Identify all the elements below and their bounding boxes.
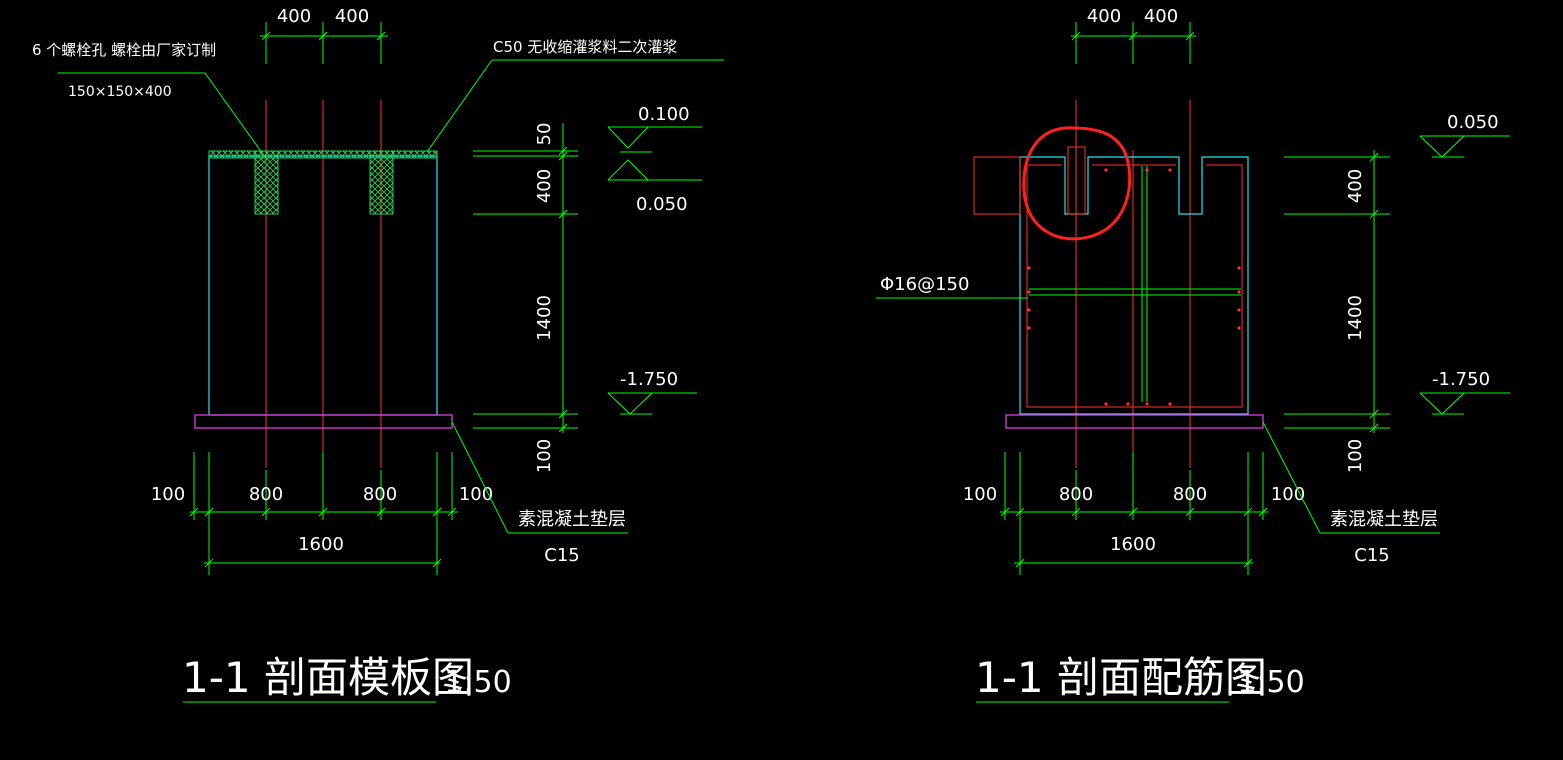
dim-b-1600: 1600 [1110, 534, 1156, 555]
dim-v-100: 100 [534, 439, 555, 473]
dim-b-1600: 1600 [298, 534, 344, 555]
rebar-label-leader: Φ16@150 [876, 274, 1028, 299]
dim-b-100-left: 100 [963, 484, 997, 505]
drawing-scale: 1:50 [444, 665, 511, 700]
elevation-markers-left: 0.100 0.050 -1.750 [607, 104, 702, 415]
cushion-layer [1005, 414, 1264, 429]
dim-v-400: 400 [534, 169, 555, 203]
dim-top-400-b: 400 [335, 6, 369, 27]
bolt-hole-right [369, 150, 394, 215]
elevation-0050: 0.050 [1447, 112, 1499, 133]
rebar-cage [973, 146, 1243, 408]
drawing-title: 1-1 剖面配筋图 [975, 653, 1267, 702]
grout-leader: C50 无收缩灌浆料二次灌浆 [426, 38, 724, 153]
cushion-layer [194, 414, 453, 429]
cushion-label: 素混凝土垫层 [1330, 509, 1438, 530]
dim-b-800-b: 800 [363, 484, 397, 505]
bottom-dimension-right: 100 800 800 100 1600 [963, 452, 1305, 575]
dim-v-100: 100 [1345, 439, 1366, 473]
bolt-hole-left [254, 150, 279, 215]
title-block-left: 1-1 剖面模板图 1:50 [182, 653, 512, 703]
dim-b-100-right: 100 [1271, 484, 1305, 505]
cushion-leader-left: 素混凝土垫层 C15 [451, 421, 628, 566]
note-bolt-holes: 6 个螺栓孔 螺栓由厂家订制 [32, 41, 216, 59]
bottom-dimension-left: 100 800 800 100 1600 [151, 452, 493, 575]
dim-top-400-a: 400 [277, 6, 311, 27]
dim-b-800-b: 800 [1173, 484, 1207, 505]
title-block-right: 1-1 剖面配筋图 1:50 [975, 653, 1305, 703]
dim-b-100-left: 100 [151, 484, 185, 505]
elevation-0100: 0.100 [638, 104, 690, 125]
cushion-label: 素混凝土垫层 [518, 509, 626, 530]
markup-circle [1022, 126, 1132, 241]
rebar-label: Φ16@150 [880, 274, 969, 295]
note-grout: C50 无收缩灌浆料二次灌浆 [493, 38, 677, 56]
dim-v-1400: 1400 [1345, 295, 1366, 341]
vertical-dimension-left: 50 400 1400 100 [473, 123, 578, 473]
grout-layer [208, 150, 438, 159]
formwork-section-drawing: 400 400 6 个螺栓孔 螺栓由厂家订制 150×150×400 C50 无… [32, 6, 724, 703]
drawing-title: 1-1 剖面模板图 [182, 653, 474, 702]
note-bolt-size: 150×150×400 [68, 84, 172, 100]
bolt-hole-leader: 6 个螺栓孔 螺栓由厂家订制 150×150×400 [32, 41, 266, 158]
dim-b-800-a: 800 [1059, 484, 1093, 505]
pedestal-outline [1019, 156, 1249, 415]
cushion-leader-right: 素混凝土垫层 C15 [1262, 421, 1440, 566]
top-dimension-right: 400 400 [1071, 6, 1196, 64]
elevation-minus-1750: -1.750 [1432, 369, 1490, 390]
dim-top-400-a: 400 [1087, 6, 1121, 27]
elevation-0050: 0.050 [636, 194, 688, 215]
dim-b-100-right: 100 [459, 484, 493, 505]
vertical-dimension-right: 400 1400 100 [1284, 150, 1390, 473]
elevation-markers-right: 0.050 -1.750 [1419, 112, 1510, 415]
top-dimension-left: 400 400 [260, 6, 388, 64]
dim-v-1400: 1400 [534, 295, 555, 341]
dim-v-400: 400 [1345, 169, 1366, 203]
cushion-grade: C15 [544, 545, 579, 566]
dim-b-800-a: 800 [249, 484, 283, 505]
dim-v-50: 50 [534, 123, 555, 146]
reinforcement-section-drawing: 400 400 [876, 6, 1510, 703]
dim-top-400-b: 400 [1144, 6, 1178, 27]
cushion-grade: C15 [1354, 545, 1389, 566]
drawing-scale: 1:50 [1237, 665, 1304, 700]
elevation-minus-1750: -1.750 [620, 369, 678, 390]
